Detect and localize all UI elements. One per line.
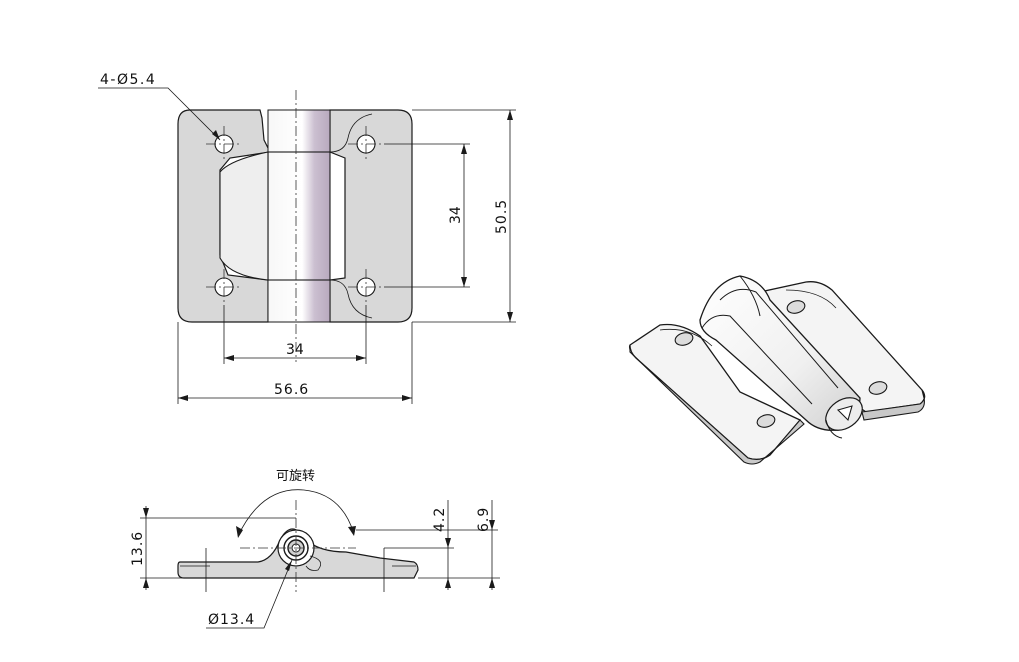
hole-spec-label: 4-Ø5.4 — [100, 72, 156, 88]
knuckle-diameter-label: Ø13.4 — [208, 612, 255, 628]
left-saddle — [219, 151, 269, 281]
rotate-note: 可旋转 — [276, 469, 315, 484]
side-height-label: 13.6 — [130, 531, 146, 566]
overall-height-label: 50.5 — [494, 199, 510, 234]
front-view: 4-Ø5.4 34 50.5 34 56.6 — [98, 72, 516, 404]
left-plate — [177, 109, 271, 323]
side-view: 可旋转 13.6 4.2 6.9 Ø13.4 — [130, 469, 500, 629]
isometric-view — [628, 275, 926, 465]
knuckle-height-label: 6.9 — [476, 507, 492, 532]
top-knuckle — [267, 109, 331, 153]
horizontal-pitch-label: 34 — [286, 342, 304, 358]
overall-width-label: 56.6 — [274, 382, 309, 398]
iso-hole-4 — [868, 381, 888, 395]
iso-hole-3 — [786, 300, 806, 314]
bottom-knuckle — [267, 279, 331, 323]
iso-hole-2 — [756, 414, 776, 428]
plate-thickness-label: 4.2 — [432, 507, 448, 532]
center-barrel — [267, 151, 331, 281]
vertical-pitch-label: 34 — [448, 206, 464, 224]
iso-hole-1 — [674, 332, 694, 346]
